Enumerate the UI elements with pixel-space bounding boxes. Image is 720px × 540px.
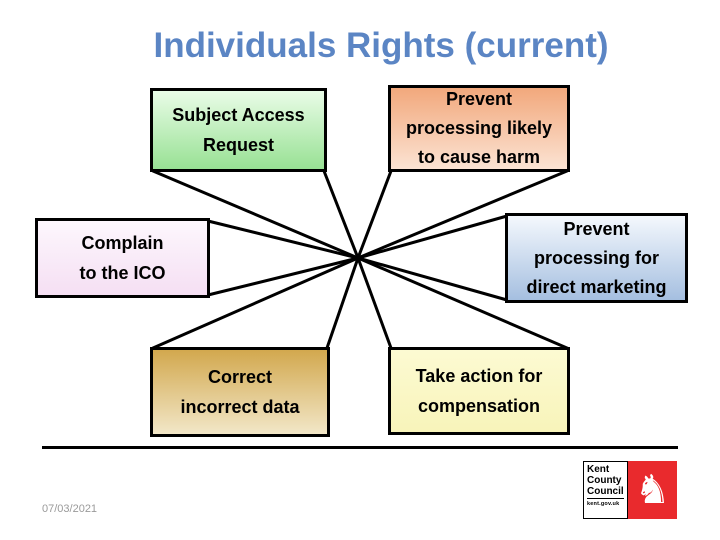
slide-date: 07/03/2021	[42, 503, 98, 515]
connector-line	[356, 169, 569, 260]
connector-line	[356, 214, 509, 260]
box-complain-to-ico: Complain to the ICO	[35, 218, 210, 298]
box-text-line: Request	[202, 135, 274, 155]
box-text-line: Take action for	[415, 366, 543, 386]
kent-county-council-logo: Kent County Council kent.gov.uk ♞	[583, 461, 677, 519]
box-correct-incorrect-data: Correct incorrect data	[150, 347, 330, 437]
connector-line	[206, 219, 360, 260]
kcc-logo-line: Kent	[587, 464, 610, 475]
box-text-line: to cause harm	[417, 147, 541, 167]
kcc-logo-text-panel: Kent County Council kent.gov.uk	[583, 461, 628, 519]
connector-line	[151, 169, 360, 260]
box-take-action-compensation: Take action for compensation	[388, 347, 570, 435]
box-text-line: Correct	[207, 367, 273, 387]
box-subject-access-request: Subject Access Request	[150, 88, 327, 172]
box-text-line: Subject Access	[172, 105, 305, 125]
connector-line	[151, 256, 360, 350]
connector-line	[356, 256, 569, 350]
box-prevent-processing-harm: Prevent processing likely to cause harm	[388, 85, 570, 172]
kcc-logo-line: County	[587, 475, 622, 486]
box-text-line: Prevent	[563, 218, 630, 239]
box-text-line: Prevent	[445, 89, 513, 109]
footer-divider	[42, 446, 678, 449]
connector-line	[356, 256, 509, 302]
box-text-line: processing for	[533, 247, 660, 268]
box-text-line: to the ICO	[79, 263, 166, 283]
connector-line	[356, 256, 393, 350]
horse-icon: ♞	[634, 467, 671, 513]
box-text-line: Complain	[81, 233, 164, 253]
page-title: Individuals Rights (current)	[153, 26, 609, 65]
box-text-line: compensation	[417, 396, 541, 416]
kcc-logo-red-panel: ♞	[628, 461, 677, 519]
box-text-line: direct marketing	[526, 276, 667, 297]
connector-line	[356, 169, 393, 260]
kcc-logo-line: Council	[587, 486, 624, 499]
box-text-line: processing likely	[405, 118, 553, 138]
connector-line	[322, 169, 360, 260]
box-text-line: incorrect data	[180, 397, 300, 417]
connector-line	[325, 256, 360, 350]
box-prevent-direct-marketing: Prevent processing for direct marketing	[505, 213, 688, 303]
connector-line	[206, 256, 360, 297]
kcc-logo-url: kent.gov.uk	[587, 501, 620, 507]
